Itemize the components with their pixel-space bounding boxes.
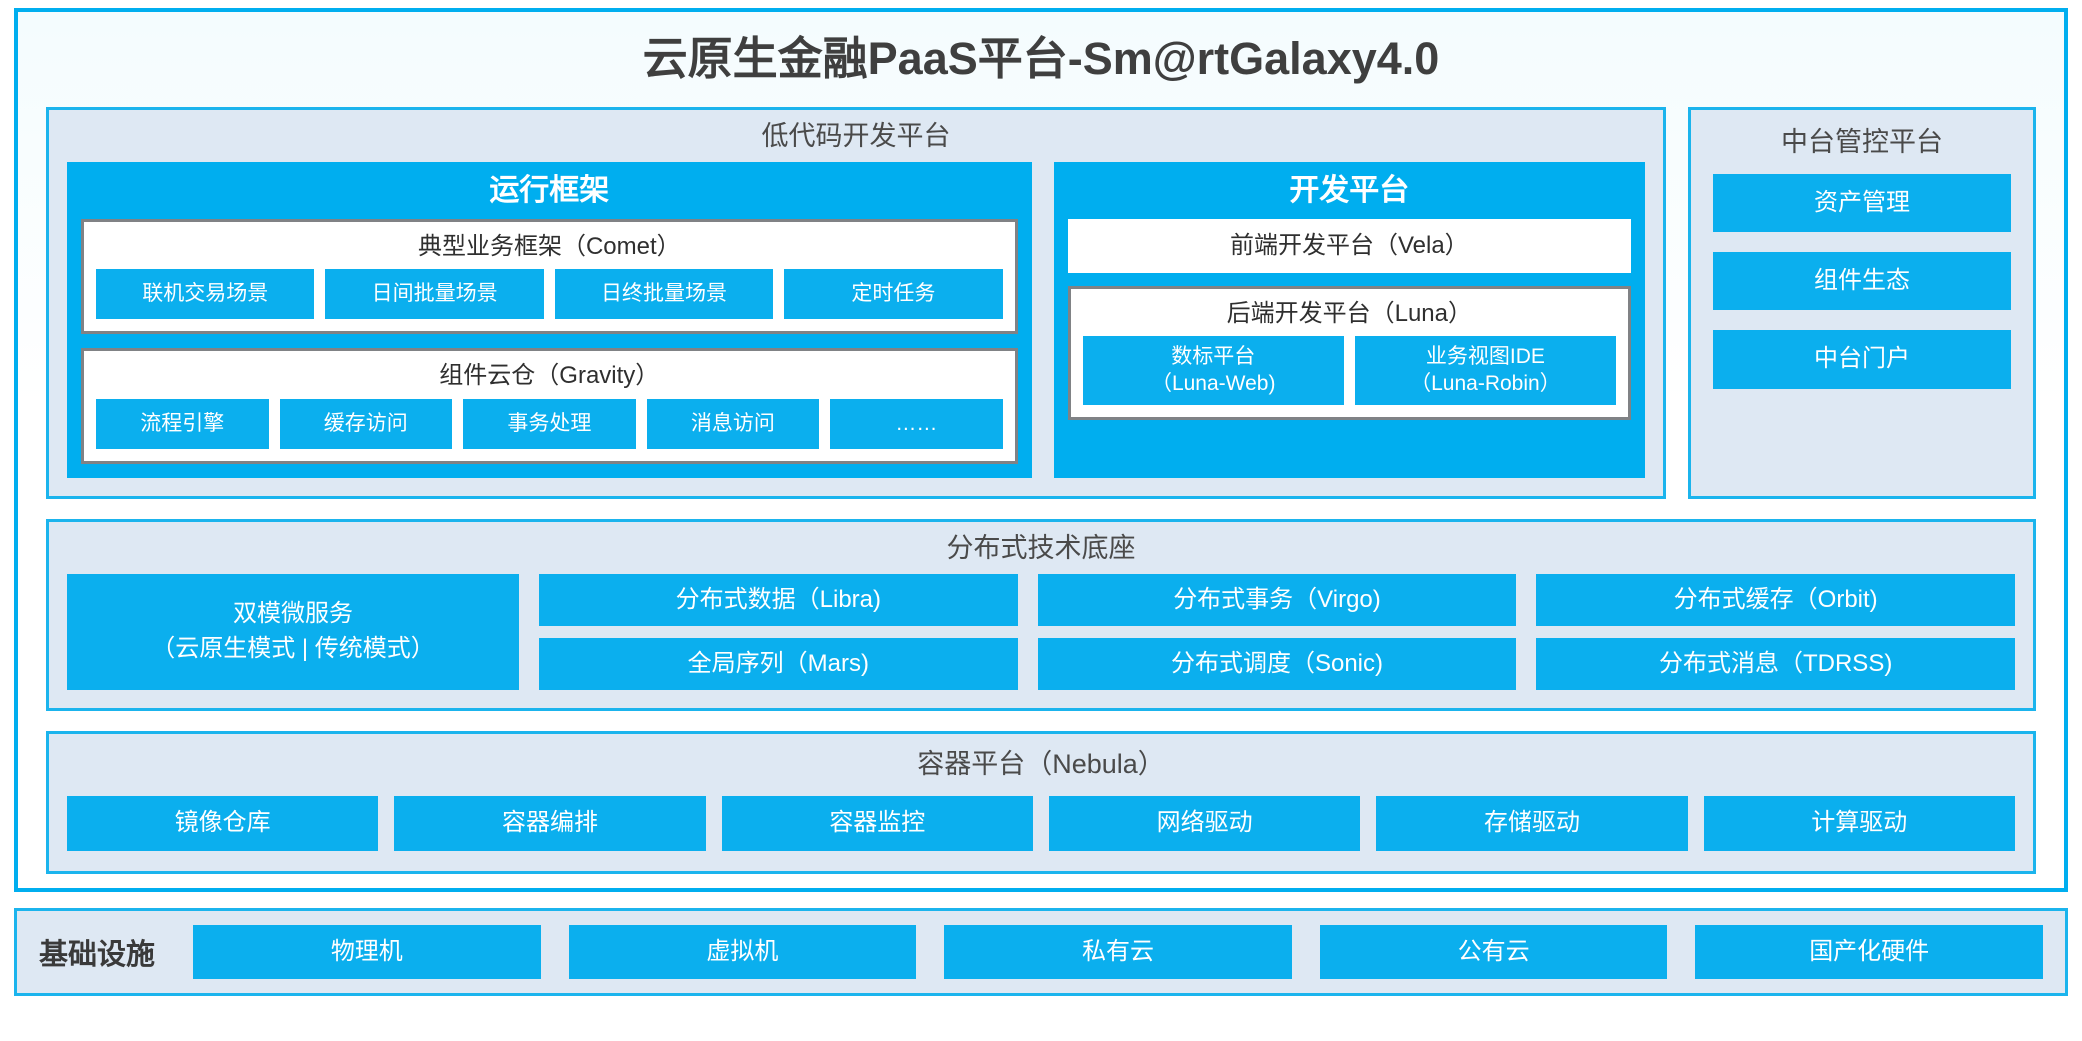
gravity-chip[interactable]: 缓存访问 xyxy=(279,398,453,449)
gravity-panel: 组件云仓（Gravity） 流程引擎 缓存访问 事务处理 消息访问 …… xyxy=(81,348,1018,464)
luna-robin-name: 业务视图IDE xyxy=(1425,345,1545,369)
comet-chip-list: 联机交易场景 日间批量场景 日终批量场景 定时任务 xyxy=(96,269,1003,320)
page-title: 云原生金融PaaS平台-Sm@rtGalaxy4.0 xyxy=(642,33,1440,84)
comet-chip[interactable]: 联机交易场景 xyxy=(96,269,315,320)
low-code-platform-panel: 低代码开发平台 运行框架 典型业务框架（Comet） 联机交易场景 日间批量场景… xyxy=(46,107,1666,499)
gravity-chip-list: 流程引擎 缓存访问 事务处理 消息访问 …… xyxy=(96,398,1003,449)
gravity-chip-ellipsis[interactable]: …… xyxy=(830,398,1003,449)
container-platform-chip-list: 镜像仓库 容器编排 容器监控 网络驱动 存储驱动 计算驱动 xyxy=(67,796,2015,851)
luna-web-name: 数标平台 xyxy=(1171,345,1256,369)
luna-robin-code: （Luna-Robin） xyxy=(1410,371,1561,395)
gravity-chip[interactable]: 消息访问 xyxy=(646,398,820,449)
luna-chip-list: 数标平台 （Luna-Web) 业务视图IDE （Luna-Robin） xyxy=(1082,336,1616,405)
top-row: 低代码开发平台 运行框架 典型业务框架（Comet） 联机交易场景 日间批量场景… xyxy=(46,107,2036,499)
container-chip-compute-driver[interactable]: 计算驱动 xyxy=(1703,796,2015,851)
distributed-base-title: 分布式技术底座 xyxy=(946,532,1136,563)
runtime-framework-block: 运行框架 典型业务框架（Comet） 联机交易场景 日间批量场景 日终批量场景 … xyxy=(67,161,1032,478)
dual-mode-microservice-block[interactable]: 双模微服务 （云原生模式 | 传统模式） xyxy=(67,573,519,691)
infra-chip-physical-machine[interactable]: 物理机 xyxy=(193,924,541,980)
container-chip-storage-driver[interactable]: 存储驱动 xyxy=(1376,796,1688,851)
comet-title: 典型业务框架（Comet） xyxy=(417,232,681,260)
distributed-cell-grid: 分布式数据（Libra) 分布式事务（Virgo) 分布式缓存（Orbit) 全… xyxy=(539,573,2015,691)
mgmt-item-list: 资产管理 组件生态 中台门户 xyxy=(1713,173,2011,476)
distributed-cell-orbit[interactable]: 分布式缓存（Orbit) xyxy=(1536,573,2015,627)
distributed-cell-tdrss[interactable]: 分布式消息（TDRSS) xyxy=(1536,638,2015,691)
container-chip-network-driver[interactable]: 网络驱动 xyxy=(1048,796,1361,851)
comet-chip[interactable]: 日间批量场景 xyxy=(325,269,544,320)
gravity-chip[interactable]: 事务处理 xyxy=(463,398,636,449)
gravity-chip[interactable]: 流程引擎 xyxy=(96,398,269,449)
comet-chip[interactable]: 日终批量场景 xyxy=(554,269,774,320)
mgmt-platform-panel: 中台管控平台 资产管理 组件生态 中台门户 xyxy=(1688,107,2036,499)
gravity-title: 组件云仓（Gravity） xyxy=(439,362,660,390)
infra-chip-domestic-hardware[interactable]: 国产化硬件 xyxy=(1695,924,2043,980)
infrastructure-label: 基础设施 xyxy=(39,939,156,971)
low-code-columns: 运行框架 典型业务框架（Comet） 联机交易场景 日间批量场景 日终批量场景 … xyxy=(67,161,1645,478)
distributed-cell-virgo[interactable]: 分布式事务（Virgo) xyxy=(1037,573,1517,627)
comet-chip[interactable]: 定时任务 xyxy=(784,269,1003,320)
distributed-cell-mars[interactable]: 全局序列（Mars) xyxy=(539,638,1018,691)
development-platform-title: 开发平台 xyxy=(1289,173,1410,207)
luna-web-chip[interactable]: 数标平台 （Luna-Web) xyxy=(1082,336,1344,405)
container-chip-monitoring[interactable]: 容器监控 xyxy=(721,796,1033,851)
mgmt-item-asset-management[interactable]: 资产管理 xyxy=(1713,173,2011,233)
mgmt-platform-title: 中台管控平台 xyxy=(1781,127,1943,157)
distributed-cell-libra[interactable]: 分布式数据（Libra) xyxy=(539,573,1018,627)
vela-panel[interactable]: 前端开发平台（Vela） xyxy=(1067,218,1631,274)
runtime-framework-title: 运行框架 xyxy=(489,173,610,207)
infra-chip-virtual-machine[interactable]: 虚拟机 xyxy=(568,924,917,980)
development-platform-block: 开发平台 前端开发平台（Vela） 后端开发平台（Luna） 数标平台 （Lun… xyxy=(1053,161,1645,478)
comet-panel: 典型业务框架（Comet） 联机交易场景 日间批量场景 日终批量场景 定时任务 xyxy=(81,218,1018,335)
luna-title: 后端开发平台（Luna） xyxy=(1226,300,1472,328)
main-platform-frame: 云原生金融PaaS平台-Sm@rtGalaxy4.0 低代码开发平台 运行框架 … xyxy=(14,8,2068,892)
dual-mode-line1: 双模微服务 xyxy=(233,600,353,628)
infra-chip-private-cloud[interactable]: 私有云 xyxy=(944,924,1292,980)
distributed-base-columns: 双模微服务 （云原生模式 | 传统模式） 分布式数据（Libra) 分布式事务（… xyxy=(67,573,2015,691)
container-platform-title: 容器平台（Nebula） xyxy=(917,749,1165,780)
infrastructure-panel: 基础设施 物理机 虚拟机 私有云 公有云 国产化硬件 xyxy=(14,908,2068,996)
luna-web-code: （Luna-Web) xyxy=(1150,371,1276,395)
distributed-cell-sonic[interactable]: 分布式调度（Sonic) xyxy=(1037,638,1517,691)
container-platform-panel: 容器平台（Nebula） 镜像仓库 容器编排 容器监控 网络驱动 存储驱动 计算… xyxy=(46,731,2036,874)
infrastructure-chip-list: 物理机 虚拟机 私有云 公有云 国产化硬件 xyxy=(193,924,2043,980)
container-chip-orchestration[interactable]: 容器编排 xyxy=(394,796,706,851)
luna-panel: 后端开发平台（Luna） 数标平台 （Luna-Web) 业务视图IDE （Lu… xyxy=(1067,286,1631,420)
dual-mode-line2: （云原生模式 | 传统模式） xyxy=(151,635,435,663)
container-chip-image-registry[interactable]: 镜像仓库 xyxy=(67,796,379,851)
luna-robin-chip[interactable]: 业务视图IDE （Luna-Robin） xyxy=(1354,336,1616,405)
low-code-platform-title: 低代码开发平台 xyxy=(761,121,951,151)
mgmt-item-component-ecosystem[interactable]: 组件生态 xyxy=(1713,252,2011,311)
mgmt-item-portal[interactable]: 中台门户 xyxy=(1713,330,2011,389)
distributed-base-panel: 分布式技术底座 双模微服务 （云原生模式 | 传统模式） 分布式数据（Libra… xyxy=(46,518,2036,712)
infra-chip-public-cloud[interactable]: 公有云 xyxy=(1319,924,1668,980)
